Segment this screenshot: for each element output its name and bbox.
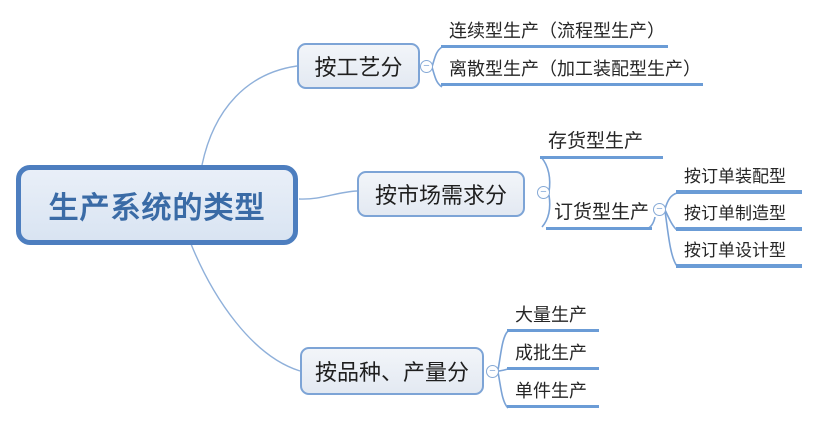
connector-root-to-variety <box>190 243 301 372</box>
collapse-toggle-make-to-order[interactable]: − <box>653 203 666 216</box>
connector-process-child-2 <box>431 66 443 88</box>
leaf-topic-label: 按订单制造型 <box>684 204 786 223</box>
branch-topic-process[interactable]: 按工艺分 <box>297 43 420 89</box>
connector-order-child-1 <box>664 192 678 210</box>
branch-topic-variety[interactable]: 按品种、产量分 <box>300 347 484 395</box>
collapse-toggle-variety[interactable]: − <box>486 365 499 378</box>
leaf-topic-label: 大量生产 <box>515 305 587 325</box>
leaf-topic-label: 订货型生产 <box>554 202 650 223</box>
leaf-topic-manufacture-to-order[interactable]: 按订单制造型 <box>676 204 802 231</box>
collapse-toggle-market[interactable]: − <box>537 186 550 199</box>
leaf-topic-make-to-stock[interactable]: 存货型生产 <box>540 131 663 159</box>
connector-root-to-process <box>201 65 298 166</box>
leaf-topic-batch-production[interactable]: 成批生产 <box>507 343 599 370</box>
connector-order-child-2 <box>664 209 678 231</box>
leaf-topic-label: 离散型生产（加工装配型生产） <box>449 59 701 79</box>
leaf-topic-label: 成批生产 <box>515 343 587 363</box>
connector-variety-child-1 <box>497 330 509 371</box>
leaf-topic-label: 按订单设计型 <box>684 241 786 260</box>
leaf-topic-assemble-to-order[interactable]: 按订单装配型 <box>676 167 802 194</box>
leaf-topic-label: 存货型生产 <box>548 131 644 152</box>
branch-topic-market[interactable]: 按市场需求分 <box>357 171 525 217</box>
leaf-topic-label: 按订单装配型 <box>684 167 786 186</box>
leaf-topic-engineer-to-order[interactable]: 按订单设计型 <box>676 241 802 268</box>
collapse-toggle-process[interactable]: − <box>420 60 433 73</box>
root-topic[interactable]: 生产系统的类型 <box>16 165 298 245</box>
connector-market-child-2 <box>541 194 551 228</box>
connector-order-child-3 <box>664 210 678 267</box>
leaf-topic-single-piece-production[interactable]: 单件生产 <box>507 381 599 408</box>
connector-variety-child-3 <box>497 371 509 409</box>
leaf-topic-make-to-order[interactable]: 订货型生产 <box>546 202 652 230</box>
leaf-topic-label: 单件生产 <box>515 381 587 401</box>
connector-root-to-market <box>298 190 358 200</box>
leaf-topic-mass-production[interactable]: 大量生产 <box>507 305 599 332</box>
leaf-topic-continuous-production[interactable]: 连续型生产（流程型生产） <box>441 21 668 48</box>
leaf-topic-discrete-production[interactable]: 离散型生产（加工装配型生产） <box>441 59 703 86</box>
leaf-topic-label: 连续型生产（流程型生产） <box>449 21 665 41</box>
